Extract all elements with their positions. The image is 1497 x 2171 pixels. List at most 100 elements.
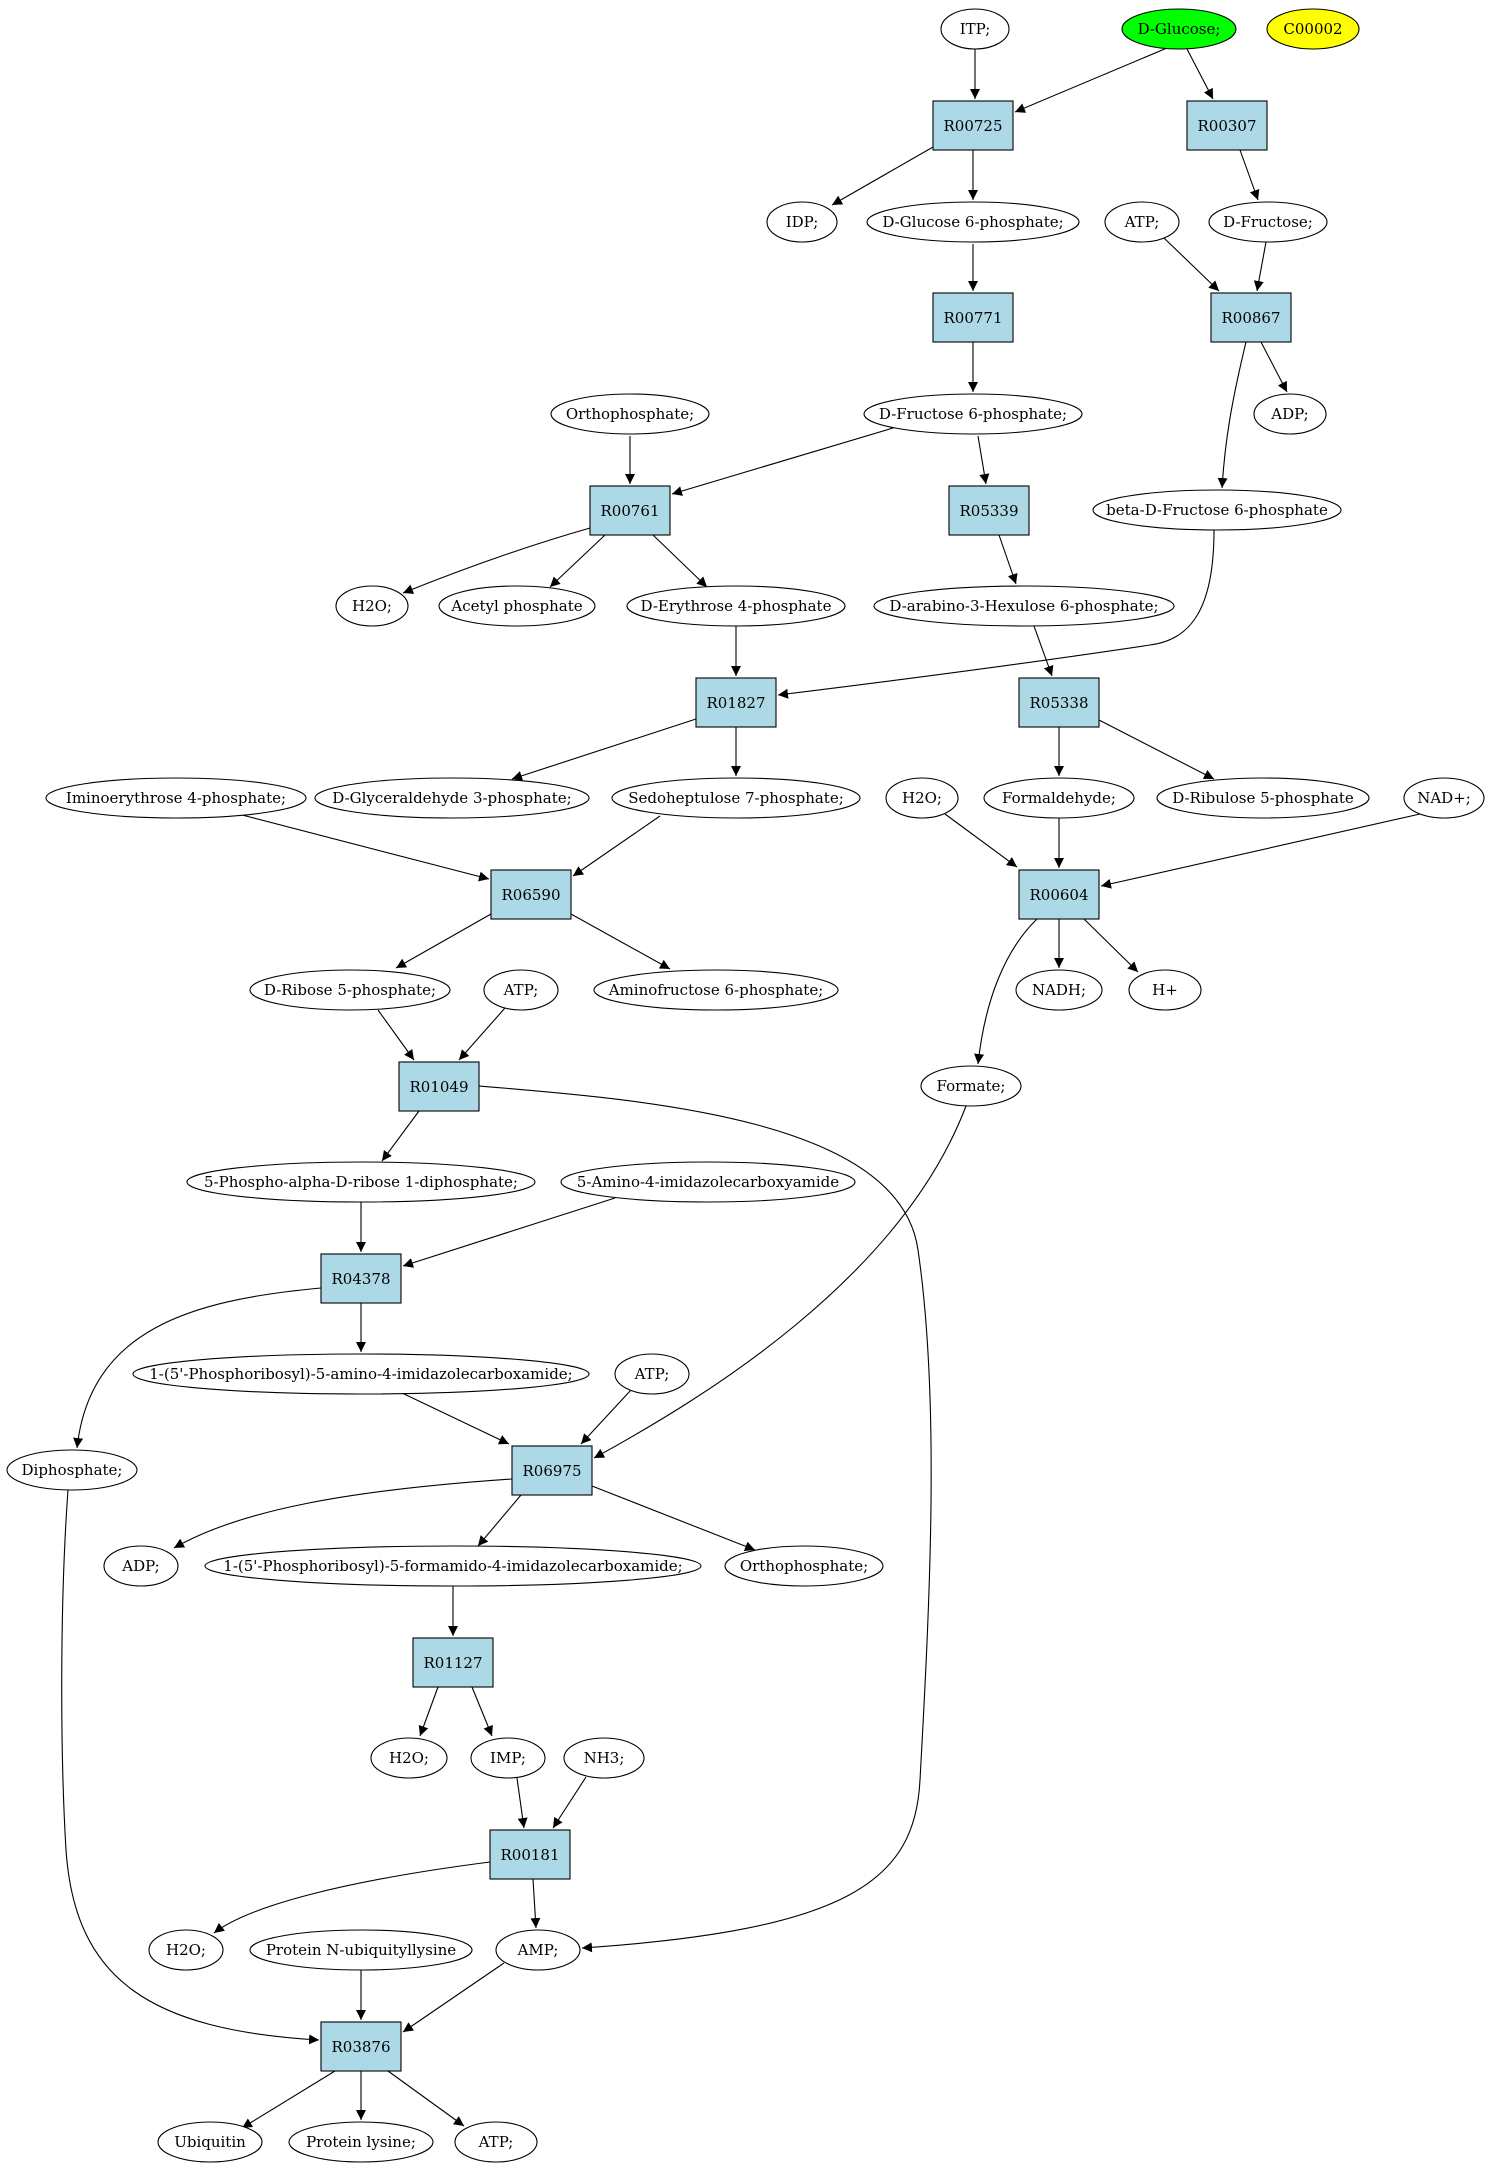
compound-label: H+	[1152, 981, 1178, 999]
compound-label: D-Erythrose 4-phosphate	[641, 597, 832, 615]
compound-label: 5-Phospho-alpha-D-ribose 1-diphosphate;	[204, 1173, 518, 1191]
reaction-r00771[interactable]: R00771	[932, 292, 1014, 343]
compound-label: Ubiquitin	[174, 2133, 246, 2151]
compound-atp[interactable]: ATP;	[1104, 201, 1180, 243]
compound-h2o[interactable]: H2O;	[335, 585, 409, 627]
compound-formaldehyde[interactable]: Formaldehyde;	[983, 777, 1135, 819]
compound-formate[interactable]: Formate;	[920, 1065, 1022, 1107]
reaction-label: R01827	[706, 694, 765, 712]
compound-h2o[interactable]: H2O;	[885, 777, 959, 819]
compound-amp[interactable]: AMP;	[495, 1929, 581, 1971]
edge-arrow	[478, 1085, 932, 1953]
compound-label: D-Fructose 6-phosphate;	[879, 405, 1067, 423]
compound-c00002[interactable]: C00002	[1266, 8, 1360, 50]
reaction-r00604[interactable]: R00604	[1018, 869, 1100, 920]
compound-nadh[interactable]: NADH;	[1015, 969, 1103, 1011]
compound-aminofructose-6-phosphate[interactable]: Aminofructose 6-phosphate;	[593, 969, 839, 1011]
compound-ubiquitin[interactable]: Ubiquitin	[157, 2121, 263, 2163]
compound-iminoerythrose-4-phosphate[interactable]: Iminoerythrose 4-phosphate;	[45, 777, 307, 819]
compound-label: 5-Amino-4-imidazolecarboxyamide	[577, 1173, 839, 1191]
compound-d-ribulose-5-phosphate[interactable]: D-Ribulose 5-phosphate	[1156, 777, 1370, 819]
reaction-r00307[interactable]: R00307	[1186, 100, 1268, 151]
edge-arrow	[61, 1489, 320, 2045]
edge-arrow	[552, 1776, 587, 1829]
compound-idp[interactable]: IDP;	[766, 201, 838, 243]
compound-d-fructose-6-phosphate[interactable]: D-Fructose 6-phosphate;	[863, 393, 1083, 435]
reaction-r04378[interactable]: R04378	[320, 1253, 402, 1304]
compound-nad[interactable]: NAD+;	[1403, 777, 1485, 819]
edges	[61, 47, 1421, 2129]
compound-label: ITP;	[960, 20, 991, 38]
compound-diphosphate[interactable]: Diphosphate;	[6, 1449, 138, 1491]
compound-sedoheptulose-7-phosphate[interactable]: Sedoheptulose 7-phosphate;	[611, 777, 861, 819]
compound-atp[interactable]: ATP;	[483, 969, 559, 1011]
reaction-r01049[interactable]: R01049	[398, 1061, 480, 1112]
compound-protein-lysine[interactable]: Protein lysine;	[288, 2121, 434, 2163]
compound-label: ATP;	[634, 1365, 670, 1383]
compound-5-phospho-alpha-d-ribose-1-diphosphate[interactable]: 5-Phospho-alpha-D-ribose 1-diphosphate;	[186, 1161, 536, 1203]
compound-label: AMP;	[517, 1941, 559, 1959]
compound-d-glyceraldehyde-3-phosphate[interactable]: D-Glyceraldehyde 3-phosphate;	[314, 777, 590, 819]
compound-d-glucose-6-phosphate[interactable]: D-Glucose 6-phosphate;	[866, 201, 1080, 243]
compound-aicar[interactable]: 1-(5'-Phosphoribosyl)-5-amino-4-imidazol…	[132, 1353, 590, 1395]
compound-h2o[interactable]: H2O;	[370, 1737, 448, 1779]
compound-d-erythrose-4-phosphate[interactable]: D-Erythrose 4-phosphate	[626, 585, 846, 627]
compound-5-amino-4-imidazolecarboxyamide[interactable]: 5-Amino-4-imidazolecarboxyamide	[560, 1161, 856, 1203]
compound-itp[interactable]: ITP;	[940, 8, 1010, 50]
edge-arrow	[213, 1861, 491, 1934]
reaction-r03876[interactable]: R03876	[320, 2021, 402, 2072]
edge-arrow	[1260, 341, 1288, 393]
compound-imp[interactable]: IMP;	[470, 1737, 546, 1779]
compound-h-plus[interactable]: H+	[1128, 969, 1202, 1011]
compound-d-glucose[interactable]: D-Glucose;	[1121, 8, 1237, 50]
compound-beta-d-fructose-6-phosphate[interactable]: beta-D-Fructose 6-phosphate	[1092, 489, 1342, 531]
reaction-label: R05339	[959, 502, 1018, 520]
compound-adp[interactable]: ADP;	[1253, 393, 1327, 435]
reaction-r06590[interactable]: R06590	[490, 869, 572, 920]
compound-d-arabino-3-hexulose-6-phosphate[interactable]: D-arabino-3-Hexulose 6-phosphate;	[873, 585, 1175, 627]
compound-protein-n-ubiquityllysine[interactable]: Protein N-ubiquityllysine	[249, 1929, 473, 1971]
compound-nh3[interactable]: NH3;	[563, 1737, 645, 1779]
edge-arrow	[570, 913, 671, 970]
reaction-r06975[interactable]: R06975	[511, 1445, 593, 1496]
compound-d-fructose[interactable]: D-Fructose;	[1208, 201, 1328, 243]
compound-label: Formaldehyde;	[1002, 789, 1116, 807]
reaction-r00867[interactable]: R00867	[1210, 292, 1292, 343]
reaction-r00725[interactable]: R00725	[932, 100, 1014, 151]
compound-label: Sedoheptulose 7-phosphate;	[628, 789, 844, 807]
compound-orthophosphate[interactable]: Orthophosphate;	[550, 393, 710, 435]
compound-acetyl-phosphate[interactable]: Acetyl phosphate	[438, 585, 596, 627]
reaction-label: R00725	[943, 117, 1002, 135]
reaction-r01827[interactable]: R01827	[695, 677, 777, 728]
edge-arrow	[831, 146, 934, 206]
edge-arrow	[671, 427, 894, 496]
compound-label: Orthophosphate;	[740, 1557, 868, 1575]
reaction-r00181[interactable]: R00181	[489, 1829, 571, 1880]
compound-atp[interactable]: ATP;	[454, 2121, 538, 2163]
edge-arrow	[395, 913, 492, 969]
compound-atp[interactable]: ATP;	[614, 1353, 690, 1395]
reaction-label: R06590	[501, 886, 560, 904]
compound-d-ribose-5-phosphate[interactable]: D-Ribose 5-phosphate;	[249, 969, 451, 1011]
compound-label: NH3;	[584, 1749, 625, 1767]
reaction-r05339[interactable]: R05339	[948, 485, 1030, 536]
reaction-r01127[interactable]: R01127	[412, 1637, 494, 1688]
reaction-r00761[interactable]: R00761	[589, 485, 671, 536]
compound-label: H2O;	[166, 1941, 206, 1959]
edge-arrow	[944, 813, 1018, 868]
compound-h2o[interactable]: H2O;	[148, 1929, 224, 1971]
edge-arrow	[173, 1478, 513, 1549]
edge-arrow	[402, 1962, 505, 2033]
edge-arrow	[580, 1389, 632, 1445]
compound-label: C00002	[1283, 20, 1342, 38]
compound-label: beta-D-Fructose 6-phosphate	[1106, 501, 1328, 519]
edge-arrow	[549, 534, 606, 588]
compound-faicar[interactable]: 1-(5'-Phosphoribosyl)-5-formamido-4-imid…	[204, 1545, 702, 1587]
reaction-r05338[interactable]: R05338	[1018, 677, 1100, 728]
edge-arrow	[1217, 341, 1247, 489]
edge-arrow	[977, 435, 990, 485]
compound-orthophosphate[interactable]: Orthophosphate;	[724, 1545, 884, 1587]
edge-arrow	[477, 1494, 522, 1547]
edge-arrow	[387, 2070, 465, 2127]
compound-adp[interactable]: ADP;	[103, 1545, 179, 1587]
